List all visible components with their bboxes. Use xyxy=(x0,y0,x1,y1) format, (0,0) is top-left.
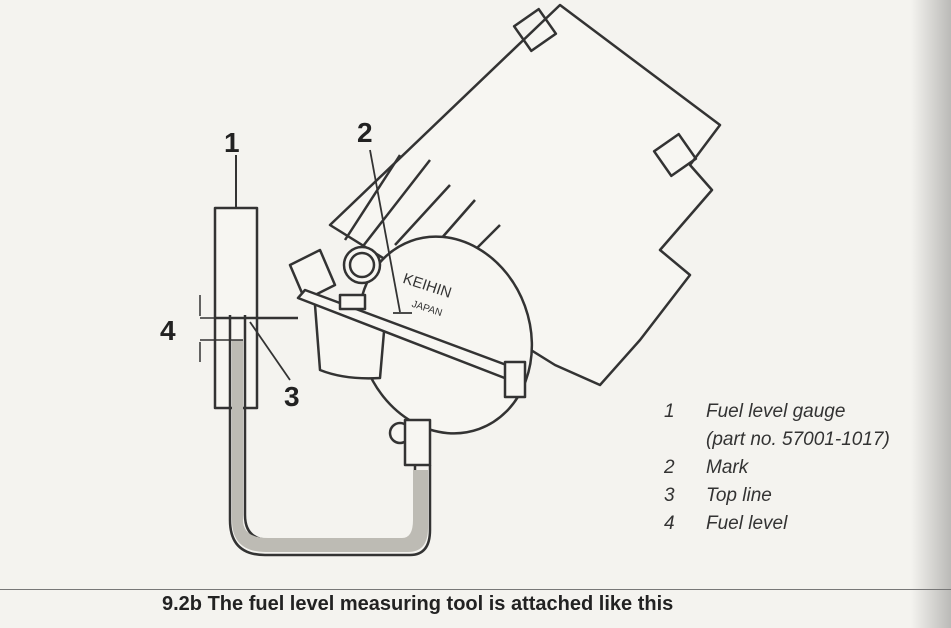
legend-text: Mark xyxy=(706,457,749,478)
legend-text: Fuel level xyxy=(706,513,788,534)
callout-3: 3 xyxy=(284,381,300,412)
legend-item: 3 Top line xyxy=(664,482,890,510)
figure-caption: 9.2b The fuel level measuring tool is at… xyxy=(162,593,674,615)
legend-item: 4 Fuel level xyxy=(664,510,890,538)
legend-text: Top line xyxy=(706,485,772,506)
legend-number: 3 xyxy=(664,485,675,506)
callout-4: 4 xyxy=(160,315,176,346)
fuel-level-gauge xyxy=(199,206,432,557)
legend-item: 1 Fuel level gauge xyxy=(664,398,890,426)
callout-2: 2 xyxy=(357,117,373,148)
legend-item: 2 Mark xyxy=(664,454,890,482)
legend-number: 1 xyxy=(664,401,675,422)
carburetor-body xyxy=(328,3,722,387)
legend-text: (part no. 57001-1017) xyxy=(706,429,890,450)
legend-number: 4 xyxy=(664,513,675,534)
legend-item: (part no. 57001-1017) xyxy=(664,426,890,454)
legend-number xyxy=(664,426,706,454)
caption-divider xyxy=(0,589,951,590)
legend-text: Fuel level gauge xyxy=(706,401,846,422)
page-binding-shadow xyxy=(911,0,951,628)
callout-1: 1 xyxy=(224,127,240,158)
legend-number: 2 xyxy=(664,457,675,478)
